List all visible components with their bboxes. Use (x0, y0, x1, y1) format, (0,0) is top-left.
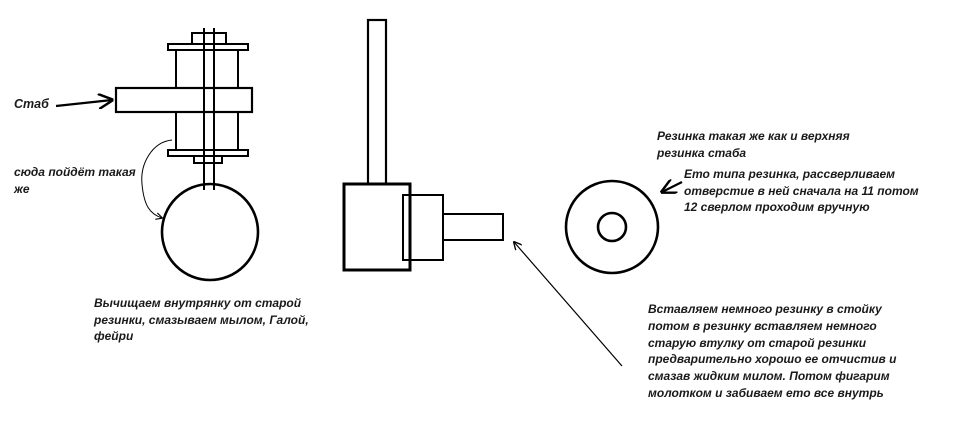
insert-arrow (514, 242, 623, 367)
link-ball (160, 182, 260, 282)
label-rubber-drilling: Ето типа резинка, рассверливаем отверсти… (684, 167, 919, 214)
here-leader (141, 139, 173, 218)
label-goes-here: сюда пойдёт такая же (14, 165, 136, 196)
bushing-hole (596, 211, 628, 243)
stabilizer-link-drawing (114, 28, 260, 282)
strut-body (342, 182, 412, 272)
lower-bushing (175, 111, 239, 151)
bottom-nut (193, 155, 223, 164)
strut-drawing (342, 18, 504, 272)
old-sleeve (442, 213, 504, 241)
ring-arrow (662, 182, 683, 192)
bushing-ring-drawing (564, 179, 660, 275)
label-insert-instructions: Вставляем немного резинку в стойку потом… (648, 302, 897, 400)
top-nut (191, 32, 227, 45)
bushing-outer (564, 179, 660, 275)
stab-arrow (55, 100, 112, 106)
label-same-rubber: Резинка такая же как и верхняя резинка с… (657, 129, 850, 160)
strut-rod (366, 18, 388, 186)
label-clean-inside: Вычищаем внутрянку от старой резинки, см… (94, 296, 309, 343)
label-stab: Стаб (14, 97, 49, 111)
stab-bar (114, 86, 254, 114)
upper-bushing (175, 49, 239, 89)
